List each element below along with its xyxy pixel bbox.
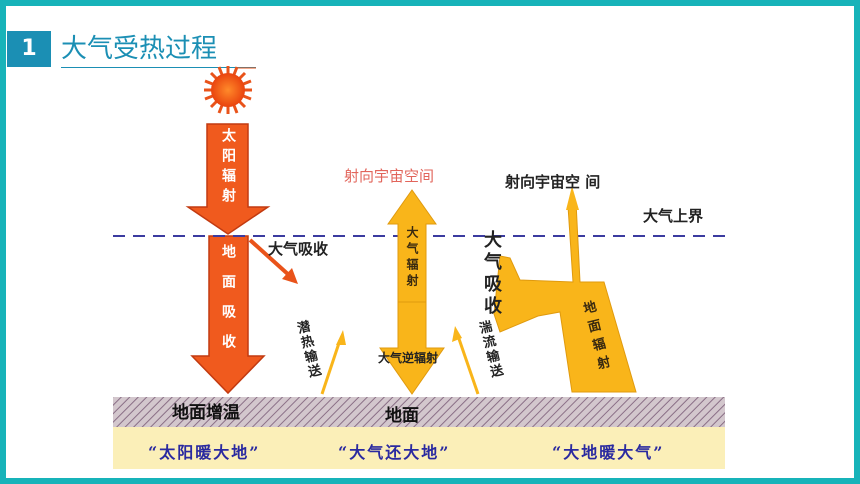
- latent-heat-arrow: [320, 339, 342, 395]
- solar-radiation-arrow: [185, 123, 271, 235]
- atmos-radiation-up-arrow: [387, 189, 437, 303]
- ground-band: [113, 427, 725, 469]
- sun-icon: [204, 66, 252, 114]
- atmos-radiation-label: 大气辐射: [405, 226, 419, 290]
- space-left-label: 射向宇宙空间: [344, 167, 435, 185]
- ground-absorb-arrow: [190, 235, 266, 395]
- solar-radiation-label: 太阳辐射: [220, 128, 236, 208]
- atmos-absorb-small-label: 大气吸收: [268, 240, 329, 258]
- ground-label: 地面: [385, 406, 419, 426]
- turbulence-arrow: [456, 335, 480, 395]
- phrase-ground-warms-atmos: “大地暖大气”: [552, 443, 665, 462]
- frame-top: [0, 0, 860, 6]
- phrase-atmos-returns-ground: “大气还大地”: [338, 443, 451, 462]
- ground-warming-label: 地面增温: [172, 403, 240, 423]
- frame-left: [0, 0, 6, 484]
- phrase-sun-warms-ground: “太阳暖大地”: [148, 443, 261, 462]
- ground-hatch: [113, 397, 725, 427]
- title-underline: [61, 67, 256, 68]
- frame-right: [854, 0, 860, 484]
- atmos-boundary-label: 大气上界: [643, 207, 704, 225]
- frame-bottom: [0, 478, 860, 484]
- atmos-absorb-big-label: 大气吸收: [481, 230, 502, 318]
- ground-absorb-label: 地面吸收: [220, 244, 236, 364]
- counter-radiation-down-arrow: [379, 301, 445, 395]
- atmos-absorb-small-arrow: [248, 238, 292, 278]
- section-number: 1: [7, 31, 51, 67]
- counter-radiation-label: 大气逆辐射: [378, 351, 439, 365]
- ground-radiation-arrow: [493, 201, 637, 393]
- section-title: 大气受热过程: [61, 34, 218, 64]
- space-right-label: 射向宇宙空 间: [505, 173, 601, 191]
